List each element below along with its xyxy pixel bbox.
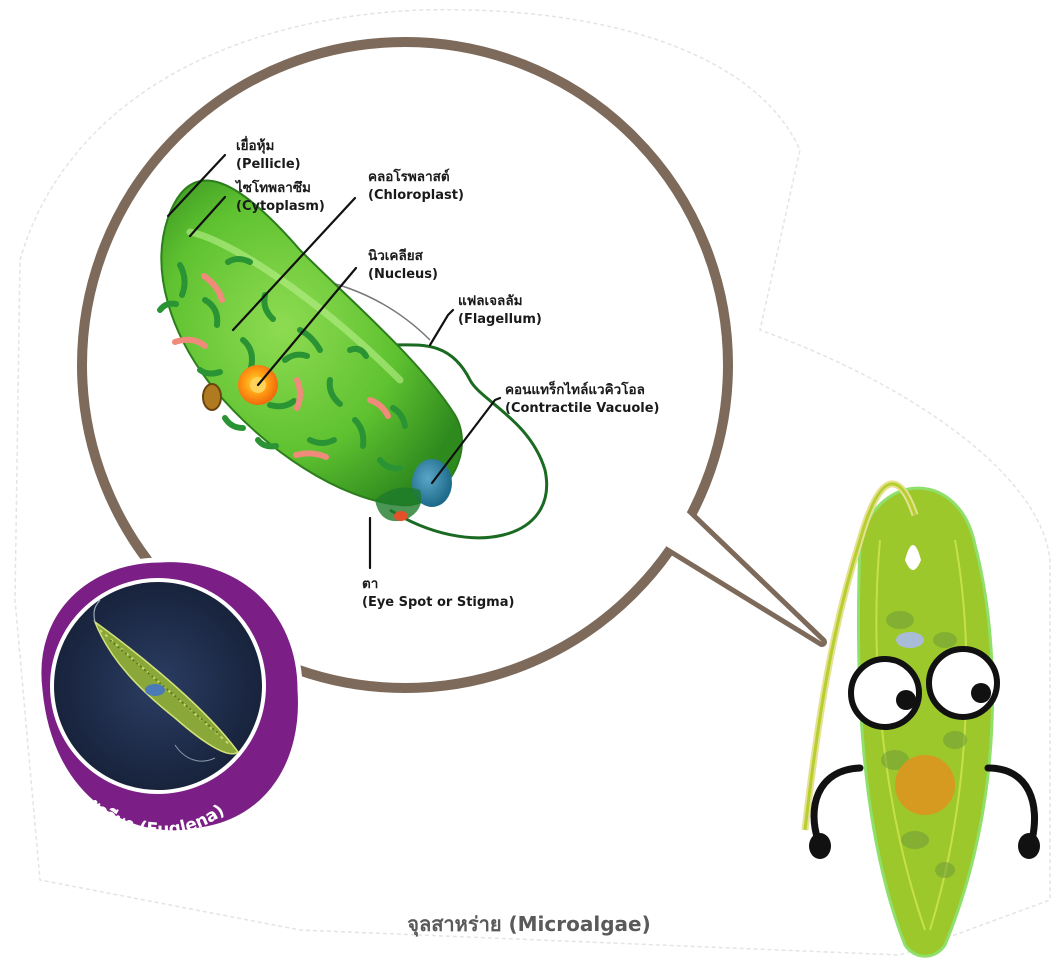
label-nucleus-en: (Nucleus) xyxy=(368,267,438,282)
label-pellicle-th: เยื่อหุ้ม xyxy=(236,135,274,154)
label-pellicle-en: (Pellicle) xyxy=(236,157,301,172)
cartoon-left-arm xyxy=(814,768,860,840)
label-eye-spot-th: ตา xyxy=(362,576,378,592)
paramylon-body xyxy=(203,384,221,410)
cartoon-right-eye xyxy=(929,649,997,717)
cartoon-nucleus xyxy=(895,755,955,815)
cartoon-euglena xyxy=(805,484,1040,956)
label-eye-spot-en: (Eye Spot or Stigma) xyxy=(362,595,514,610)
label-contractile-vacuole-th: คอนแทร็กไทล์แวคิวโอล xyxy=(505,380,645,398)
caption: จุลสาหร่าย (Microalgae) xyxy=(0,908,1058,940)
label-contractile-vacuole-en: (Contractile Vacuole) xyxy=(505,401,659,416)
label-nucleus-th: นิวเคลียส xyxy=(368,248,424,264)
label-cytoplasm-en: (Cytoplasm) xyxy=(236,199,325,214)
cartoon-right-arm xyxy=(988,768,1035,840)
label-chloroplast-th: คลอโรพลาสต์ xyxy=(368,167,450,185)
euglena-badge: ยูกลีนา (Euglena) xyxy=(39,560,301,840)
label-cytoplasm-th: ไซโทพลาซึม xyxy=(234,178,311,196)
label-flagellum-en: (Flagellum) xyxy=(458,312,542,327)
label-flagellum-th: แฟลเจลลัม xyxy=(458,293,523,309)
eye-spot xyxy=(394,511,408,521)
label-chloroplast-en: (Chloroplast) xyxy=(368,188,464,203)
